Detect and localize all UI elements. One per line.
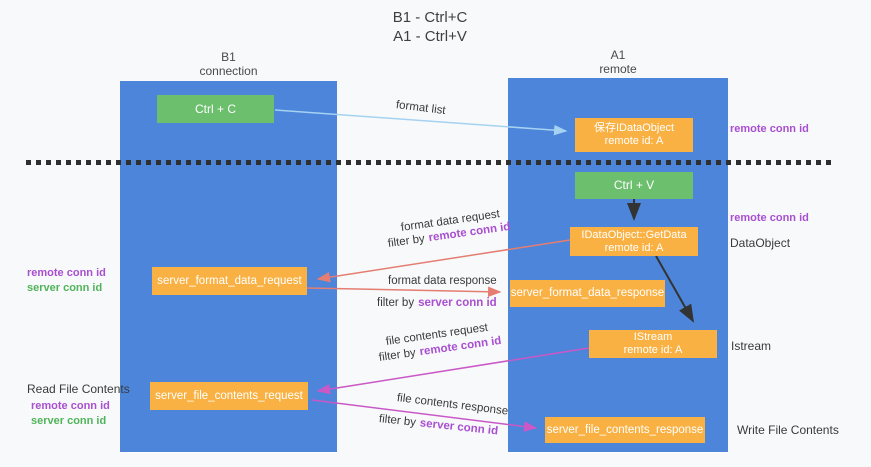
- filter-by-text: filter by: [378, 346, 417, 364]
- node-ctrl-v: Ctrl + V: [575, 172, 693, 199]
- node-ctrl-v-label: Ctrl + V: [613, 178, 655, 192]
- title-line-1: B1 - Ctrl+C: [392, 9, 468, 26]
- left-server-conn-id-1: server conn id: [27, 282, 103, 294]
- column-left-sub: connection: [199, 64, 258, 78]
- side-label-conn-stack-2: remote conn id server conn id: [31, 399, 110, 429]
- node-server-format-data-response: server_format_data_response: [510, 280, 665, 307]
- side-label-remote-conn-id-mid: remote conn id: [730, 212, 809, 224]
- node-istream-line1: IStream: [633, 331, 673, 343]
- node-ctrl-c: Ctrl + C: [157, 95, 274, 123]
- left-server-conn-id-2: server conn id: [31, 415, 107, 427]
- node-idataobject-getdata: IDataObject::GetData remote id: A: [570, 227, 698, 256]
- node-format-response-label: server_format_data_response: [510, 287, 665, 299]
- node-ctrl-c-label: Ctrl + C: [194, 101, 236, 116]
- node-format-request-label: server_format_data_request: [157, 274, 302, 287]
- filter-by-text: filter by: [378, 413, 417, 429]
- column-right-sub: remote: [599, 62, 637, 76]
- title-line-2: A1 - Ctrl+V: [393, 28, 467, 45]
- node-save-idataobject: 保存IDataObject remote id: A: [575, 118, 693, 152]
- phase-separator-line: [26, 160, 833, 165]
- node-istream-line2: remote id: A: [623, 344, 683, 356]
- column-header-right: A1 remote: [508, 48, 728, 76]
- side-label-write-file-contents: Write File Contents: [737, 423, 839, 437]
- node-file-request-label: server_file_contents_request: [155, 389, 303, 402]
- side-label-istream: Istream: [731, 339, 772, 353]
- column-header-left: B1 connection: [120, 50, 337, 78]
- node-istream: IStream remote id: A: [589, 330, 717, 358]
- edge-label-format-list: format list: [395, 99, 447, 118]
- node-getdata-line1: IDataObject::GetData: [581, 228, 687, 241]
- edge-label-format-data-response: format data response: [388, 275, 497, 287]
- column-right-name: A1: [610, 48, 626, 62]
- node-getdata-line2: remote id: A: [604, 241, 664, 254]
- diagram-title: B1 - Ctrl+C A1 - Ctrl+V: [280, 8, 580, 46]
- side-label-remote-conn-id-top: remote conn id: [730, 123, 809, 135]
- left-remote-conn-id-2: remote conn id: [31, 400, 110, 412]
- node-file-response-label: server_file_contents_response: [546, 423, 704, 436]
- node-save-idataobject-line1: 保存IDataObject: [593, 122, 675, 134]
- filter-by-text: filter by: [387, 232, 426, 250]
- edge-label-file-contents-response: file contents response: [396, 392, 509, 418]
- column-left-name: B1: [221, 50, 236, 64]
- server-conn-id-text: server conn id: [419, 417, 499, 438]
- node-server-format-data-request: server_format_data_request: [152, 267, 307, 295]
- filter-by-text: filter by: [377, 297, 415, 309]
- node-server-file-contents-request: server_file_contents_request: [150, 382, 308, 410]
- left-remote-conn-id-1: remote conn id: [27, 267, 106, 279]
- side-label-read-file-contents: Read File Contents: [27, 382, 130, 396]
- side-label-conn-stack-1: remote conn id server conn id: [27, 266, 106, 296]
- server-conn-id-text: server conn id: [418, 297, 497, 309]
- side-label-dataobject: DataObject: [730, 236, 791, 250]
- node-server-file-contents-response: server_file_contents_response: [545, 417, 705, 443]
- node-save-idataobject-line2: remote id: A: [604, 135, 664, 147]
